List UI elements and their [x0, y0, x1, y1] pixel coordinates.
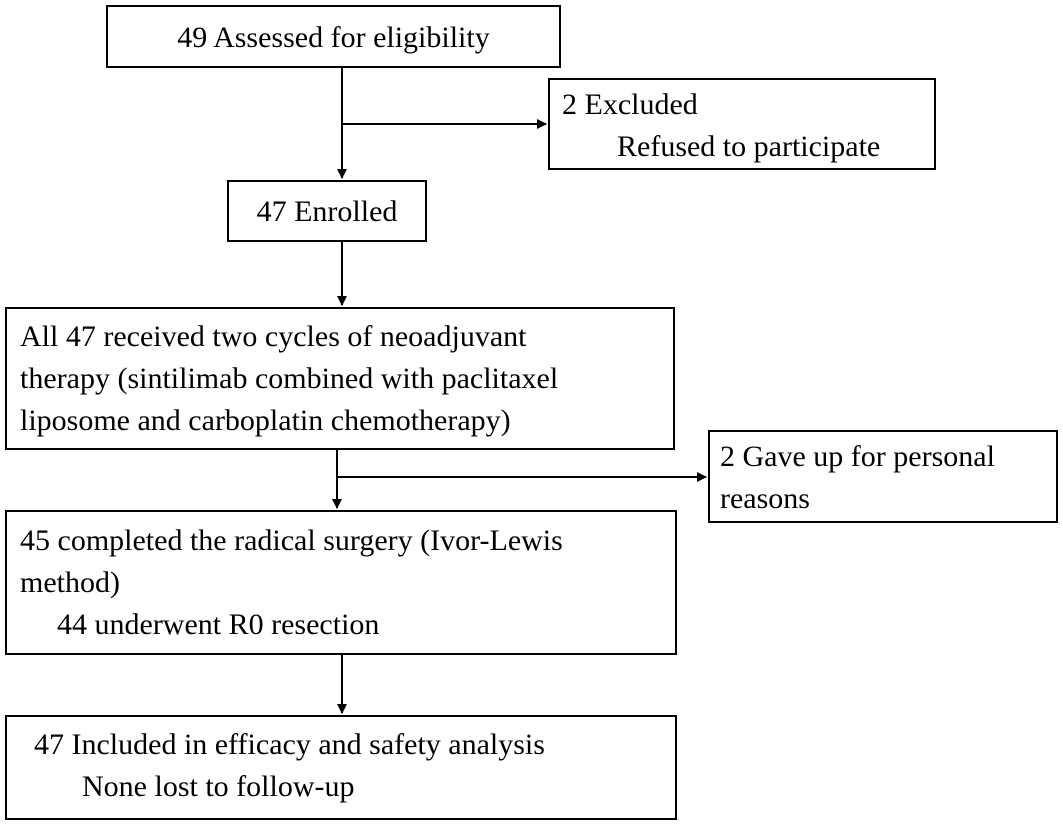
neoadjuvant-line-2: therapy (sintilimab combined with paclit…: [20, 362, 559, 395]
gave-up-line-2: reasons: [720, 482, 810, 515]
analysis-line-2: None lost to follow-up: [82, 770, 355, 803]
analysis-box: 47 Included in efficacy and safety analy…: [5, 715, 677, 820]
gave-up-box: 2 Gave up for personal reasons: [708, 430, 1058, 523]
assessed-box: 49 Assessed for eligibility: [106, 5, 561, 68]
surgery-line-3: 44 underwent R0 resection: [57, 608, 380, 641]
excluded-line-2: Refused to participate: [617, 130, 881, 163]
enrolled-line-1: 47 Enrolled: [256, 195, 398, 228]
surgery-line-2: method): [20, 566, 120, 599]
neoadjuvant-box: All 47 received two cycles of neoadjuvan…: [5, 307, 675, 450]
assessed-line-1: 49 Assessed for eligibility: [177, 21, 490, 54]
analysis-line-1: 47 Included in efficacy and safety analy…: [34, 728, 545, 761]
enrolled-box: 47 Enrolled: [227, 180, 427, 242]
neoadjuvant-line-3: liposome and carboplatin chemotherapy): [20, 404, 511, 437]
surgery-box: 45 completed the radical surgery (Ivor-L…: [5, 510, 677, 655]
surgery-line-1: 45 completed the radical surgery (Ivor-L…: [20, 524, 563, 557]
excluded-box: 2 Excluded Refused to participate: [548, 78, 936, 170]
gave-up-line-1: 2 Gave up for personal: [720, 440, 995, 473]
neoadjuvant-line-1: All 47 received two cycles of neoadjuvan…: [20, 320, 527, 353]
excluded-line-1: 2 Excluded: [562, 88, 698, 121]
